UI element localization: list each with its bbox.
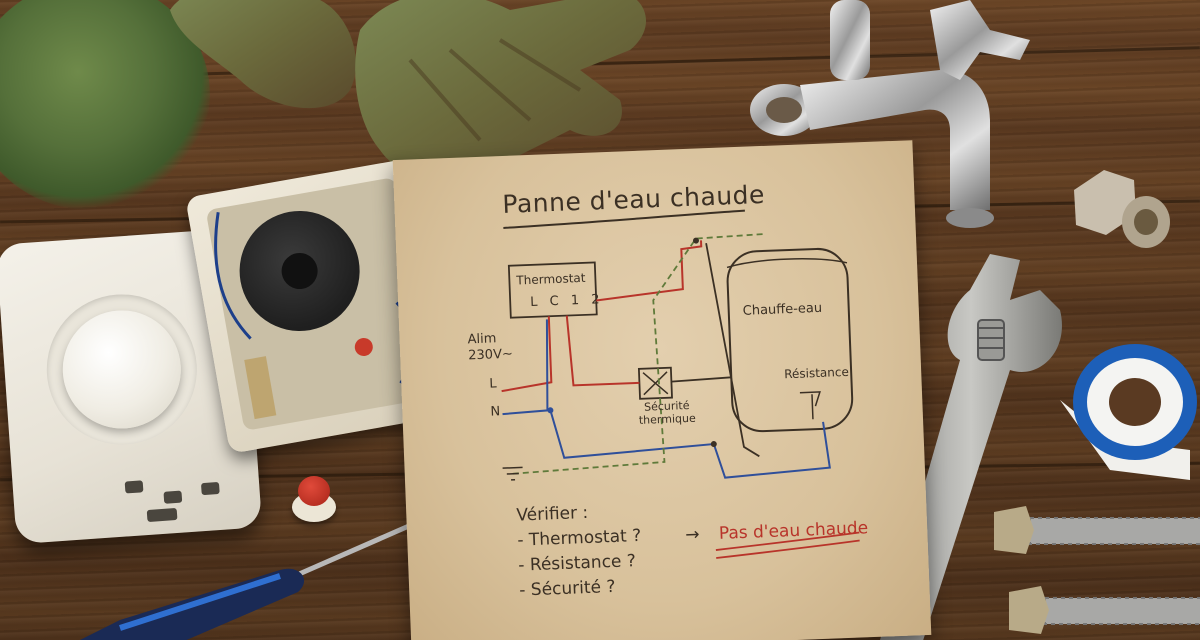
neutral-wire-label: N — [490, 404, 501, 420]
water-heater-label: Chauffe-eau — [742, 300, 823, 319]
ptfe-tape-roll-icon — [1060, 344, 1197, 480]
arrow-icon: → — [684, 524, 700, 546]
vent-slot — [200, 481, 220, 496]
checklist-item: - Résistance ? — [517, 551, 637, 576]
gardening-gloves-icon — [170, 0, 646, 179]
power-supply-label: Alim 230V~ — [467, 331, 513, 365]
reset-button-cap — [298, 476, 330, 506]
plant-icon — [0, 0, 210, 210]
red-reset-button-icon — [292, 474, 336, 524]
thermostat-pins-label: L C 1 2 — [529, 292, 604, 310]
safety-label-line2: thermique — [638, 411, 696, 427]
braided-hose-icon — [994, 506, 1200, 554]
thermostat-label: Thermostat — [516, 270, 586, 288]
power-label-line1: Alim — [467, 331, 497, 348]
chrome-faucet-icon — [750, 0, 1030, 228]
live-wire-label: L — [489, 376, 497, 392]
checklist-item: - Sécurité ? — [518, 576, 616, 601]
thermal-safety-label: Sécurité thermique — [638, 399, 696, 427]
checklist: Vérifier : - Thermostat ? - Résistance ?… — [516, 499, 644, 604]
brass-fitting-icon — [1074, 170, 1170, 248]
braided-hose-icon — [1009, 586, 1200, 634]
wiring-diagram — [501, 209, 860, 559]
power-label-line2: 230V~ — [467, 346, 514, 364]
vent-slot — [124, 480, 144, 494]
wiring-schematic-sheet: Panne d'eau chaude Thermostat L C 1 2 Al… — [392, 140, 932, 640]
heating-element-label: Résistance — [783, 364, 850, 382]
